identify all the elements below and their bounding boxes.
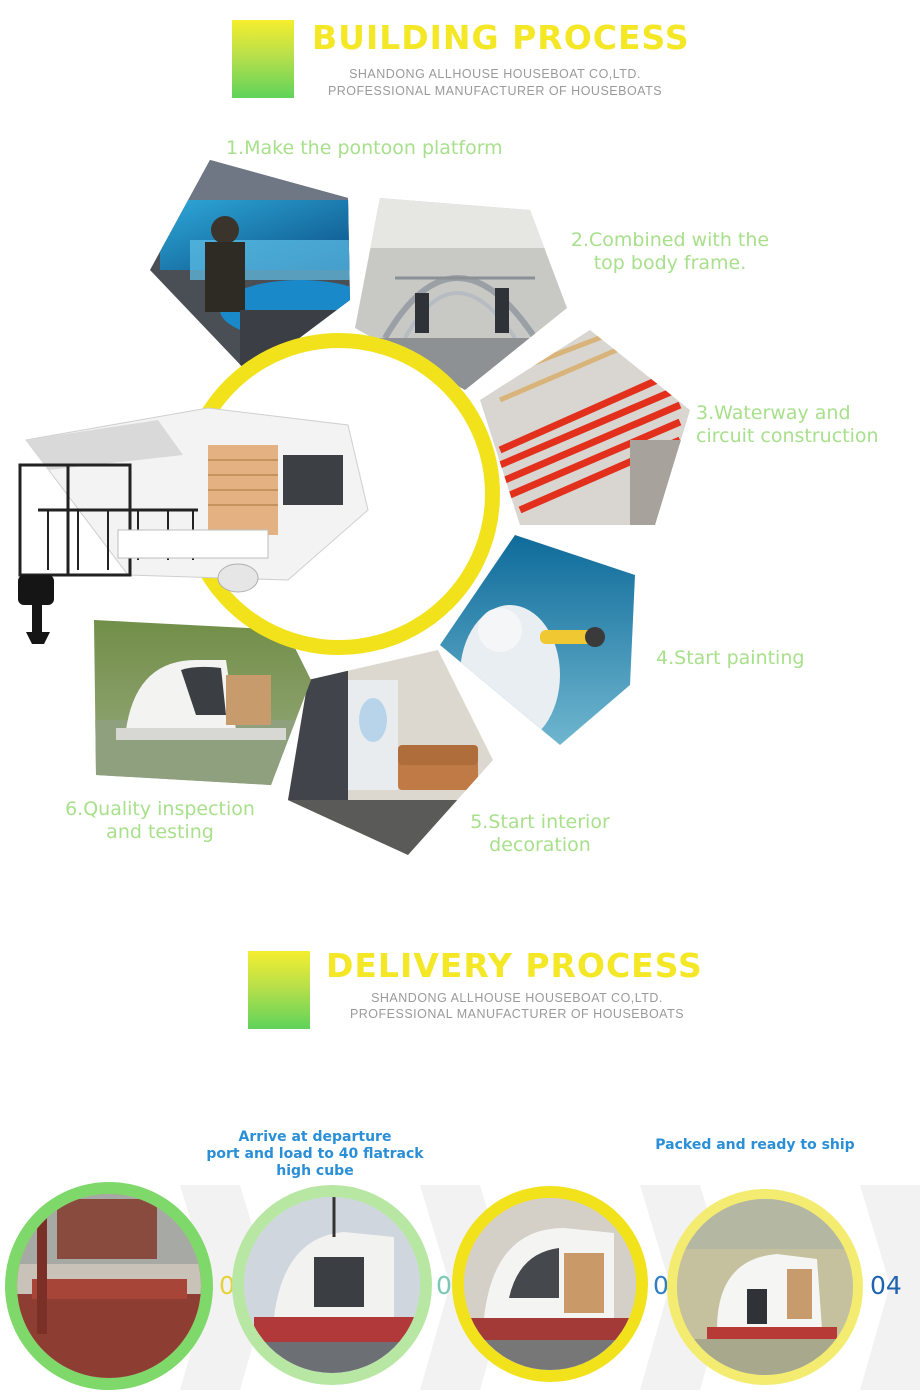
caption-port-line3: high cube — [276, 1163, 354, 1179]
delivery-caption-packed: Packed and ready to ship — [655, 1137, 855, 1153]
step-5-line1: 5.Start interior — [470, 811, 610, 833]
building-company: SHANDONG ALLHOUSE HOUSEBOAT CO,LTD. — [349, 67, 641, 81]
step-3-line2: circuit construction — [696, 425, 879, 447]
step-3-line1: 3.Waterway and — [696, 402, 851, 424]
step-2-line1: 2.Combined with the — [570, 229, 770, 251]
houseboat-cutaway-render — [18, 407, 369, 644]
delivery-header-block — [248, 951, 310, 1029]
step-6-label: 6.Quality inspection and testing — [40, 798, 280, 844]
delivery-photo-1 — [5, 1182, 213, 1390]
delivery-tagline: PROFESSIONAL MANUFACTURER OF HOUSEBOATS — [349, 1007, 685, 1021]
building-tagline: PROFESSIONAL MANUFACTURER OF HOUSEBOATS — [327, 84, 663, 98]
delivery-photo-2 — [232, 1185, 432, 1385]
step-5-line2: decoration — [489, 834, 591, 856]
building-header-block — [232, 20, 294, 98]
delivery-title: DELIVERY PROCESS — [326, 946, 703, 985]
outboard-motor-icon — [18, 575, 54, 644]
caption-port-line2: port and load to 40 flatrack — [206, 1146, 424, 1162]
step-4-label: 4.Start painting — [656, 647, 805, 669]
step-3-photo — [480, 330, 690, 525]
step-2-line2: top body frame. — [593, 252, 747, 274]
step-6-line1: 6.Quality inspection — [65, 798, 255, 820]
step-number-04: 04 — [870, 1271, 902, 1300]
delivery-photo-4 — [667, 1189, 863, 1385]
delivery-caption-port: Arrive at departure port and load to 40 … — [165, 1129, 465, 1180]
step-6-photo — [94, 620, 311, 785]
step-2-label: 2.Combined with the top body frame. — [555, 229, 785, 275]
step-6-line2: and testing — [106, 821, 214, 843]
caption-port-line1: Arrive at departure — [238, 1129, 392, 1145]
building-title: BUILDING PROCESS — [312, 18, 690, 57]
step-3-label: 3.Waterway and circuit construction — [696, 402, 879, 448]
step-5-photo — [288, 650, 493, 855]
step-1-label: 1.Make the pontoon platform — [226, 137, 503, 159]
delivery-photo-3 — [452, 1186, 648, 1382]
delivery-company: SHANDONG ALLHOUSE HOUSEBOAT CO,LTD. — [371, 991, 663, 1005]
step-5-label: 5.Start interior decoration — [440, 811, 640, 857]
